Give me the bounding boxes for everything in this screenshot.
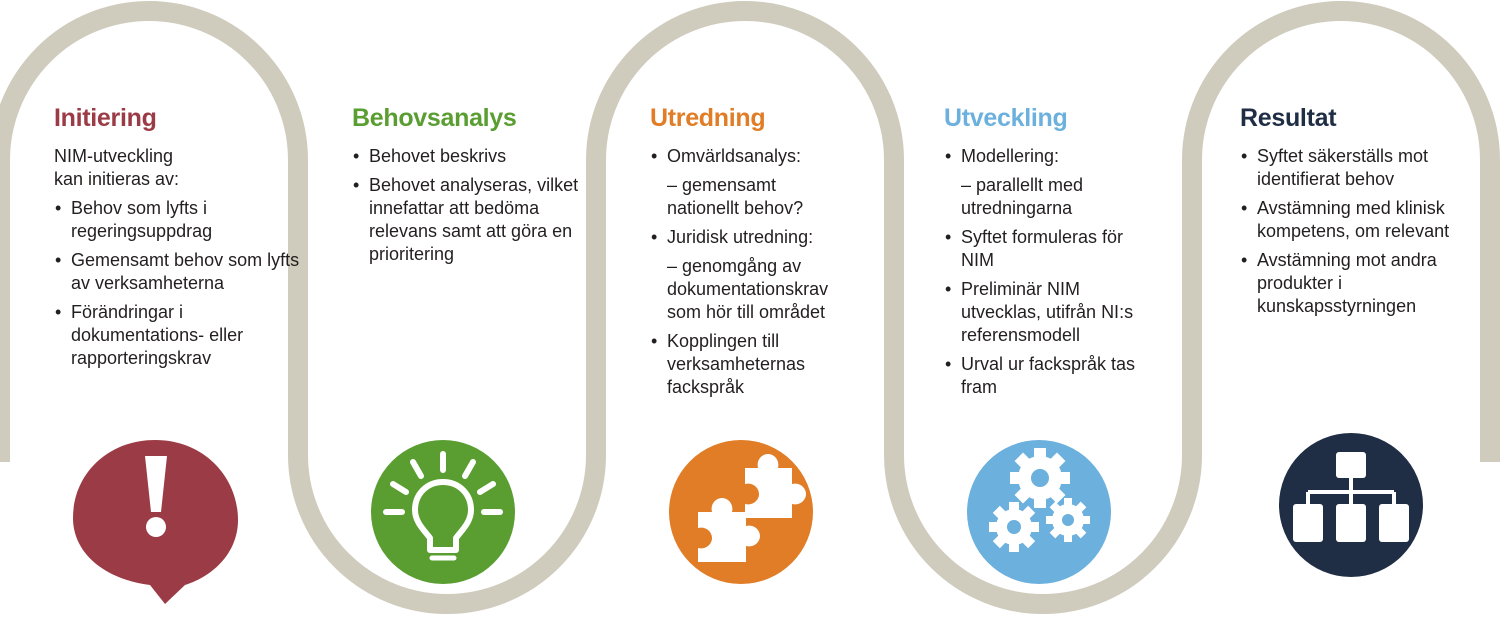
stage-list: Omvärldsanalys: – gemensamt nationellt b… [650, 145, 870, 399]
stage-list: Syftet säkerställs mot identifierat beho… [1240, 145, 1485, 318]
list-item: Behov som lyfts i regeringsuppdrag [54, 197, 291, 243]
hierarchy-icon [1279, 433, 1423, 577]
list-subitem: – gemensamt nationellt behov? [667, 175, 804, 218]
stage-title: Utredning [650, 104, 766, 132]
list-item: Modellering: – parallellt med utredninga… [944, 145, 1154, 220]
stage-title: Utveckling [944, 104, 1068, 132]
stage-title: Resultat [1240, 104, 1337, 132]
exclamation-speech-bubble-icon [73, 440, 238, 604]
list-item: Behovet beskrivs [352, 145, 592, 168]
puzzle-pieces-icon [669, 440, 813, 584]
stage-resultat: Resultat Syftet säkerställs mot identifi… [1240, 104, 1485, 324]
stage-utredning: Utredning Omvärldsanalys: – gemensamt na… [650, 104, 870, 405]
gears-icon [967, 440, 1111, 584]
list-item: Juridisk utredning: – genomgång av dokum… [650, 226, 870, 324]
list-item: Behovet analyseras, vilket innefattar at… [352, 174, 592, 266]
list-item: Preliminär NIM utvecklas, utifrån NI:s r… [944, 278, 1154, 347]
stage-intro: NIM-utveckling kan initieras av: [54, 146, 180, 189]
list-item: Kopplingen till verksamheternas facksprå… [650, 330, 842, 399]
stage-title: Behovsanalys [352, 104, 517, 132]
list-item: Avstämning mot andra produkter i kunskap… [1240, 249, 1457, 318]
stage-initiering: Initiering NIM-utveckling kan initieras … [54, 104, 304, 376]
stage-list: Modellering: – parallellt med utredninga… [944, 145, 1154, 399]
stage-behovsanalys: Behovsanalys Behovet beskrivs Behovet an… [352, 104, 592, 272]
list-subitem: – genomgång av dokumentationskrav som hö… [667, 256, 829, 322]
stage-title: Initiering [54, 104, 157, 132]
lightbulb-icon [371, 440, 515, 584]
list-item: Syftet säkerställs mot identifierat beho… [1240, 145, 1462, 191]
list-item: Urval ur fackspråk tas fram [944, 353, 1141, 399]
list-item: Omvärldsanalys: – gemensamt nationellt b… [650, 145, 870, 220]
list-item: Avstämning med klinisk kompetens, om rel… [1240, 197, 1485, 243]
stage-utveckling: Utveckling Modellering: – parallellt med… [944, 104, 1154, 405]
list-item: Syftet formuleras för NIM [944, 226, 1131, 272]
stage-list: Behovet beskrivs Behovet analyseras, vil… [352, 145, 592, 266]
list-item: Gemensamt behov som lyfts av verksamhete… [54, 249, 304, 295]
list-item: Förändringar i dokumentations- eller rap… [54, 301, 296, 370]
stage-list: Behov som lyfts i regeringsuppdrag Gemen… [54, 197, 304, 370]
list-subitem: – parallellt med utredningarna [961, 175, 1084, 218]
